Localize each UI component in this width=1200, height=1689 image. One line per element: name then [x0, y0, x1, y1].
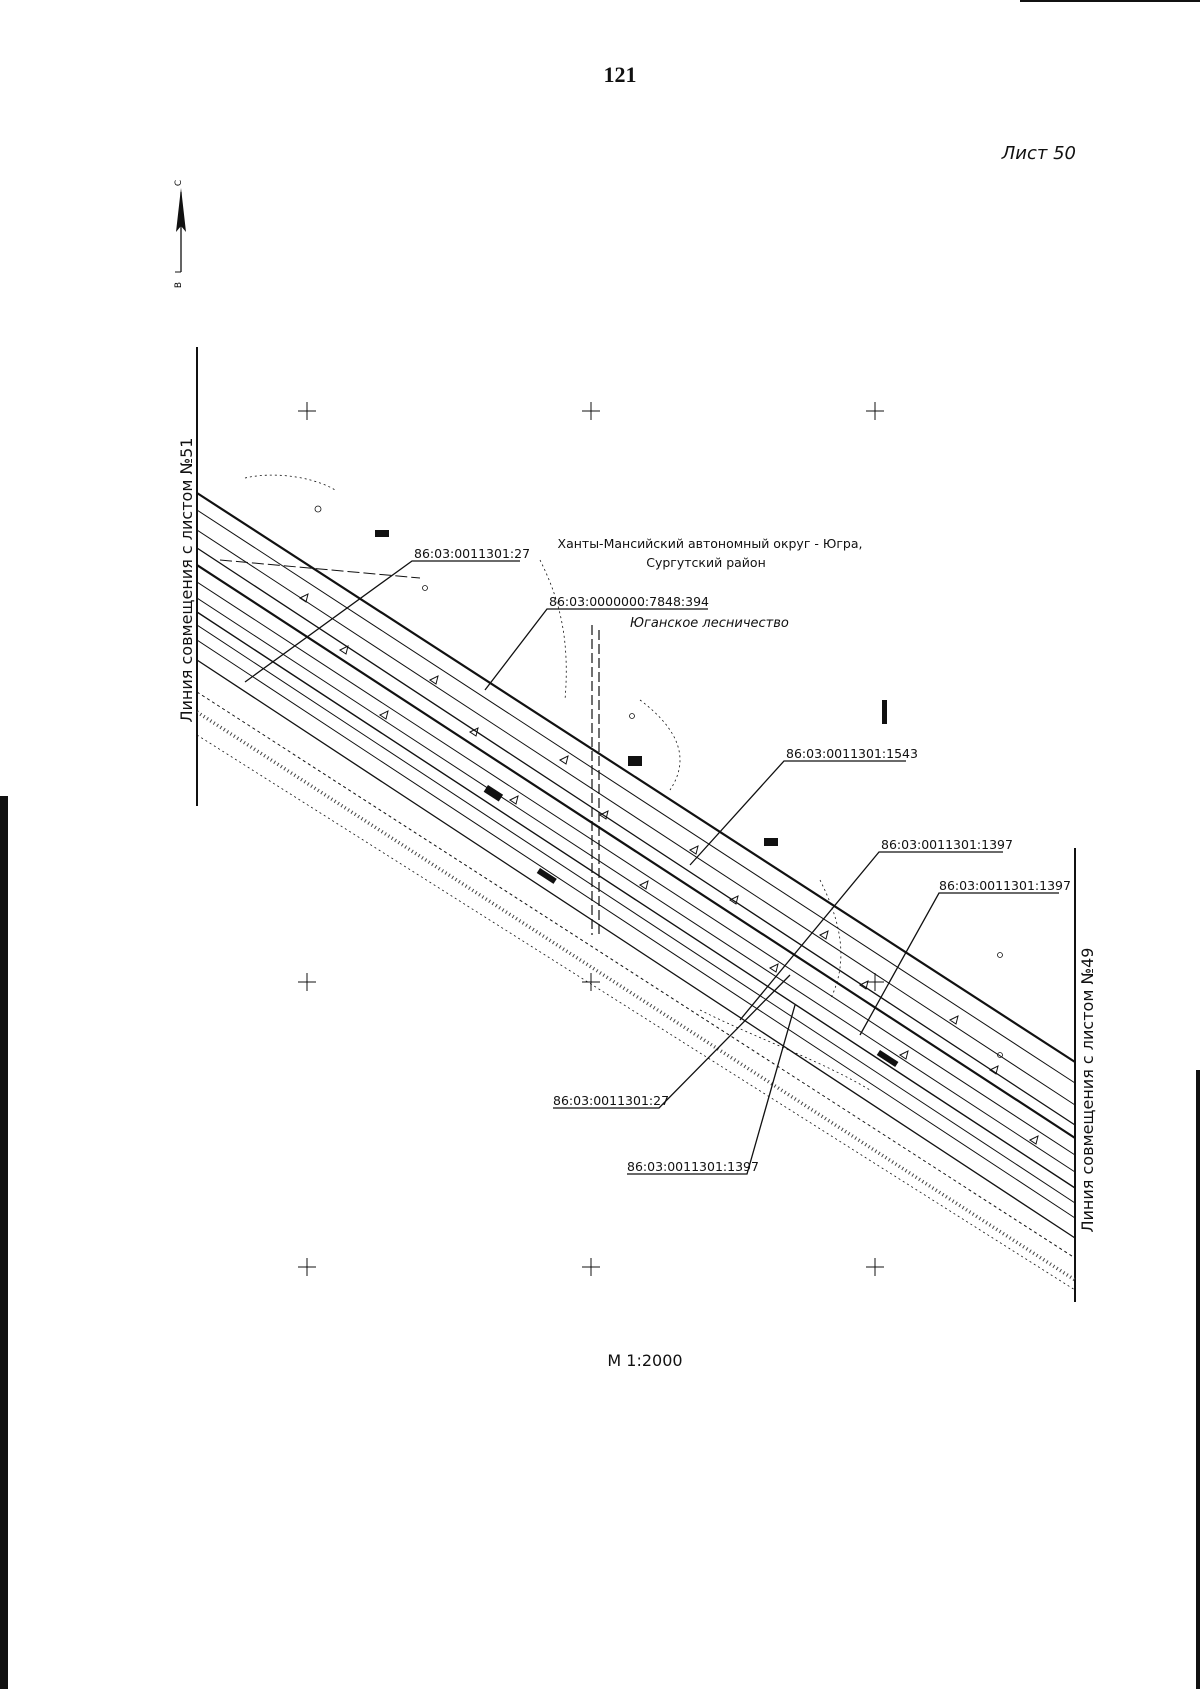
parcel-label-4: 86:03:0011301:1397: [881, 837, 1013, 852]
parcel-label-5: 86:03:0011301:1397: [939, 878, 1071, 893]
scan-edge-top: [1020, 0, 1200, 2]
grid-crosses: [298, 402, 884, 1276]
left-match-line-label: Линия совмещения с листом №51: [177, 438, 196, 723]
region-label-line2: Сургутский район: [646, 555, 766, 570]
parcel-label-6: 86:03:0011301:27: [553, 1093, 669, 1108]
page-number: 121: [603, 62, 637, 87]
region-label-line1: Ханты-Мансийский автономный округ - Югра…: [558, 536, 863, 551]
forestry-label: Юганское лесничество: [630, 616, 789, 631]
north-arrow-top-label: С: [174, 180, 184, 186]
scale-label: М 1:2000: [607, 1351, 683, 1370]
leader-lines: [244, 560, 1059, 1175]
parcel-label-2: 86:03:0000000:7848:394: [549, 594, 709, 609]
scan-edge-left: [0, 796, 8, 1689]
north-arrow-icon: С В: [174, 180, 186, 288]
north-arrow-bottom-label: В: [174, 282, 184, 288]
parcel-label-1: 86:03:0011301:27: [414, 546, 530, 561]
parcel-label-7: 86:03:0011301:1397: [627, 1159, 759, 1174]
pipeline-corridor: [197, 474, 1076, 1291]
small-map-symbols: [375, 530, 899, 1068]
right-match-line-label: Линия совмещения с листом №49: [1078, 948, 1097, 1233]
parcel-label-3: 86:03:0011301:1543: [786, 746, 918, 761]
sheet-label: Лист 50: [1001, 143, 1076, 164]
scan-edge-right: [1196, 1070, 1200, 1689]
